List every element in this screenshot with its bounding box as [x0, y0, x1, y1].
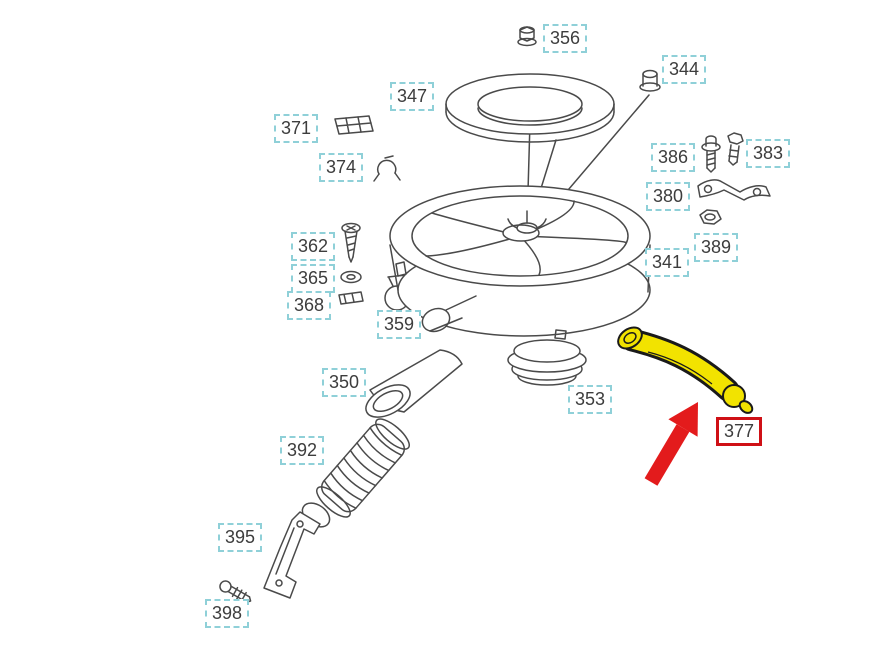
part-label-377[interactable]: 377: [716, 417, 763, 446]
part-377-highlighted-tube[interactable]: [614, 323, 754, 415]
part-347-filter-ring: [445, 73, 615, 143]
part-label-365[interactable]: 365: [291, 264, 336, 293]
part-label-350[interactable]: 350: [322, 368, 367, 397]
part-label-389[interactable]: 389: [694, 233, 739, 262]
part-label-359[interactable]: 359: [377, 310, 422, 339]
part-344-mount: [639, 69, 661, 92]
part-label-371[interactable]: 371: [274, 114, 319, 143]
part-356-bolt: [517, 26, 537, 47]
part-374-clamp: [373, 155, 401, 182]
part-383-bolt: [727, 132, 744, 166]
part-365-washer: [340, 270, 362, 284]
part-label-353[interactable]: 353: [568, 385, 613, 414]
part-label-347[interactable]: 347: [390, 82, 435, 111]
part-label-380[interactable]: 380: [646, 182, 691, 211]
highlight-arrow: [644, 402, 698, 486]
part-label-395[interactable]: 395: [218, 523, 263, 552]
part-362-screw: [341, 222, 361, 263]
part-350-snorkel: [365, 349, 463, 418]
part-label-368[interactable]: 368: [287, 291, 332, 320]
part-label-356[interactable]: 356: [543, 24, 588, 53]
part-353-collar: [507, 339, 587, 386]
part-label-344[interactable]: 344: [662, 55, 707, 84]
part-392-hose: [316, 418, 410, 518]
part-label-386[interactable]: 386: [651, 143, 696, 172]
part-label-362[interactable]: 362: [291, 232, 336, 261]
part-386-screw: [701, 135, 721, 173]
part-398-screw: [219, 580, 252, 603]
part-label-392[interactable]: 392: [280, 436, 325, 465]
part-label-341[interactable]: 341: [645, 248, 690, 277]
part-label-374[interactable]: 374: [319, 153, 364, 182]
part-label-383[interactable]: 383: [746, 139, 791, 168]
part-341-housing: [389, 185, 657, 340]
part-label-398[interactable]: 398: [205, 599, 250, 628]
part-371-plate: [334, 115, 374, 135]
part-395-bracket: [263, 511, 321, 599]
part-389-nut: [699, 209, 722, 225]
part-368-clip: [338, 291, 364, 305]
part-380-bracket: [697, 179, 771, 201]
